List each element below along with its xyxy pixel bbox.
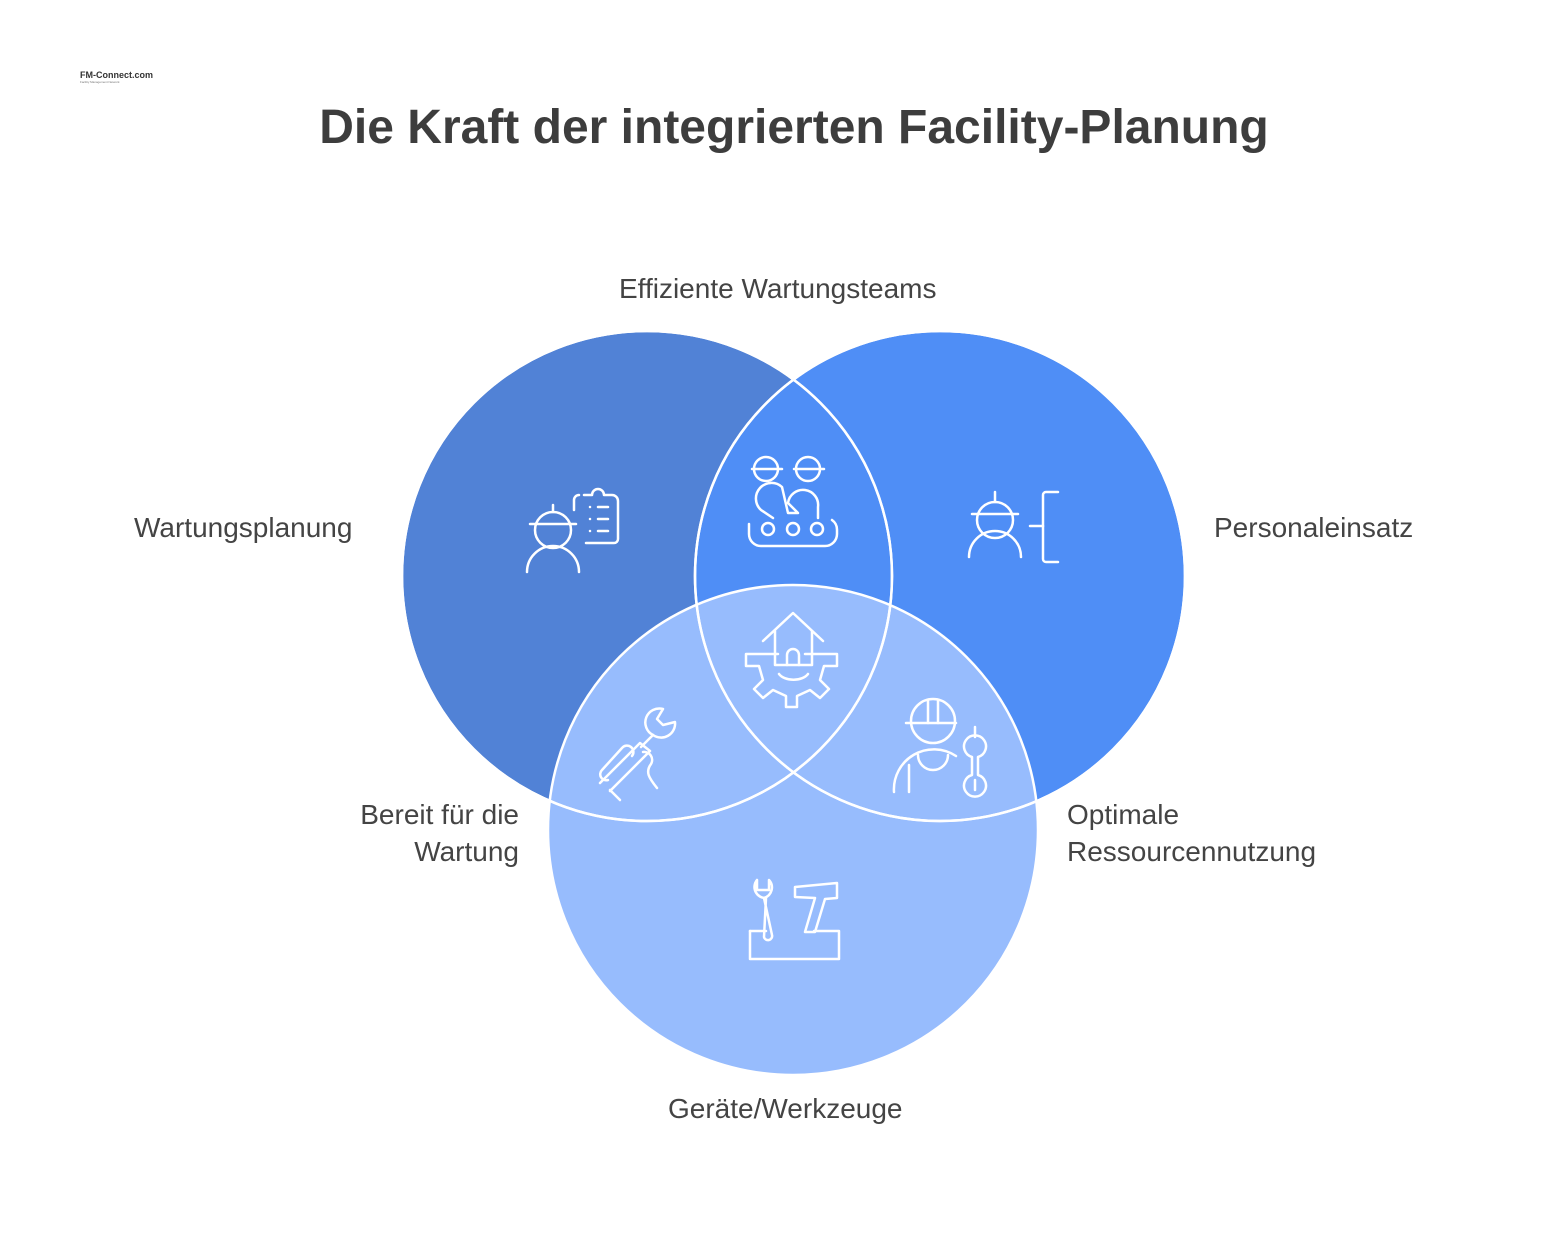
circle-bottom [548, 585, 1038, 1075]
circle-right-outline [693, 329, 1187, 823]
label-line: Bereit für die [360, 799, 519, 830]
circle-bottom-top-arc [546, 583, 1040, 1077]
label-geraete-werkzeuge: Geräte/Werkzeuge [668, 1093, 903, 1124]
label-wartungsplanung: Wartungsplanung [134, 512, 353, 543]
label-effiziente-wartungsteams: Effiziente Wartungsteams [619, 273, 937, 304]
label-line: Wartung [414, 836, 519, 867]
logo-subtitle: Facility Management Network [80, 80, 120, 84]
team-icon [747, 455, 839, 548]
label-line: Ressourcennutzung [1067, 836, 1317, 867]
house-gear-icon [744, 611, 839, 709]
toolbox-icon [748, 878, 841, 961]
label-line: Optimale [1067, 799, 1180, 830]
logo-text: FM-Connect.com [80, 70, 153, 80]
worker-clipboard-icon [525, 487, 620, 574]
label-personaleinsatz: Personaleinsatz [1214, 512, 1414, 543]
hand-wrench-icon [598, 707, 677, 802]
page-title: Die Kraft der integrierten Facility-Plan… [319, 101, 1269, 154]
circle-left-outline [400, 329, 894, 823]
worker-bracket-icon [967, 490, 1060, 564]
worker-wrench-icon [892, 697, 988, 798]
